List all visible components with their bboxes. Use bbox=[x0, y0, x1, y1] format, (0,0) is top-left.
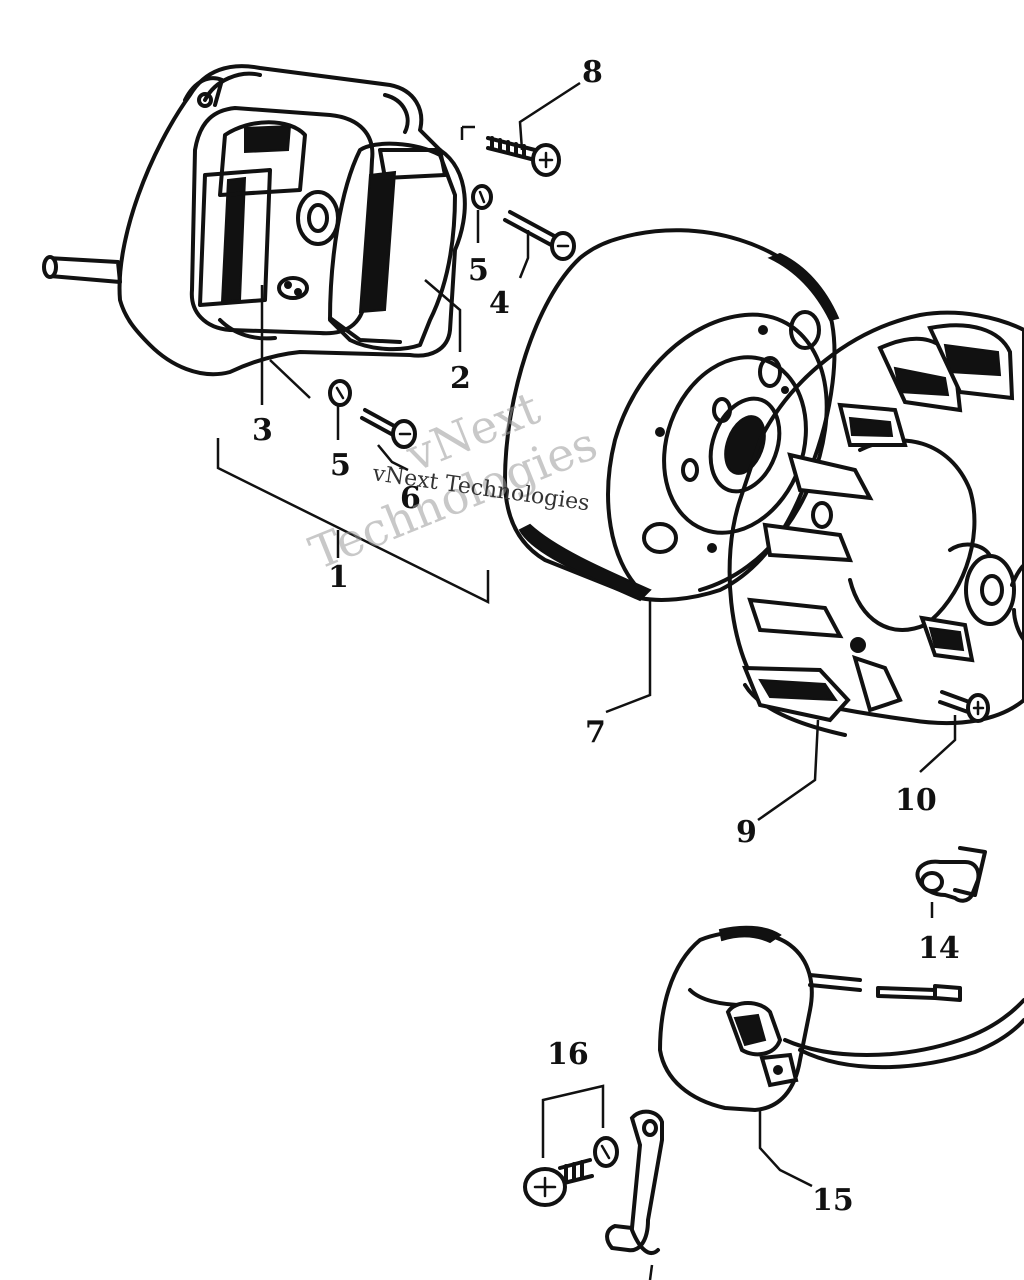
callout-8: 8 bbox=[582, 55, 603, 90]
callout-3: 3 bbox=[252, 413, 273, 448]
cable-clamp-14 bbox=[915, 846, 987, 903]
cooling-fan-9 bbox=[727, 310, 1024, 737]
callout-1: 1 bbox=[328, 560, 349, 595]
mounting-bracket bbox=[605, 1109, 664, 1256]
screw-8 bbox=[460, 125, 561, 177]
callout-7: 7 bbox=[585, 715, 606, 750]
screw-6 bbox=[360, 408, 417, 449]
callout-5-upper: 5 bbox=[468, 253, 489, 288]
callout-4: 4 bbox=[489, 286, 510, 321]
screw-4 bbox=[503, 210, 576, 261]
washer-16 bbox=[593, 1136, 619, 1168]
callout-15: 15 bbox=[812, 1183, 854, 1218]
assembly-bracket-1 bbox=[216, 438, 490, 605]
callout-16: 16 bbox=[547, 1037, 589, 1072]
callout-labels: 8 5 4 2 3 5 6 1 7 9 10 14 15 16 bbox=[252, 55, 960, 1218]
callout-6: 6 bbox=[400, 481, 421, 516]
bracket-16 bbox=[541, 1084, 605, 1158]
washer-5-lower bbox=[328, 379, 352, 407]
washer-5-upper bbox=[471, 184, 493, 210]
callout-9: 9 bbox=[736, 815, 757, 850]
screw-10 bbox=[938, 690, 990, 723]
callout-2: 2 bbox=[450, 361, 471, 396]
leader-lines bbox=[260, 81, 957, 1280]
callout-14: 14 bbox=[918, 931, 960, 966]
stator-base-plate bbox=[42, 64, 467, 377]
ignition-coil-15 bbox=[658, 925, 1024, 1112]
bolt-16 bbox=[523, 1158, 594, 1207]
callout-5-lower: 5 bbox=[330, 448, 351, 483]
callout-10: 10 bbox=[895, 783, 937, 818]
flywheel-rotor-7 bbox=[503, 228, 840, 602]
